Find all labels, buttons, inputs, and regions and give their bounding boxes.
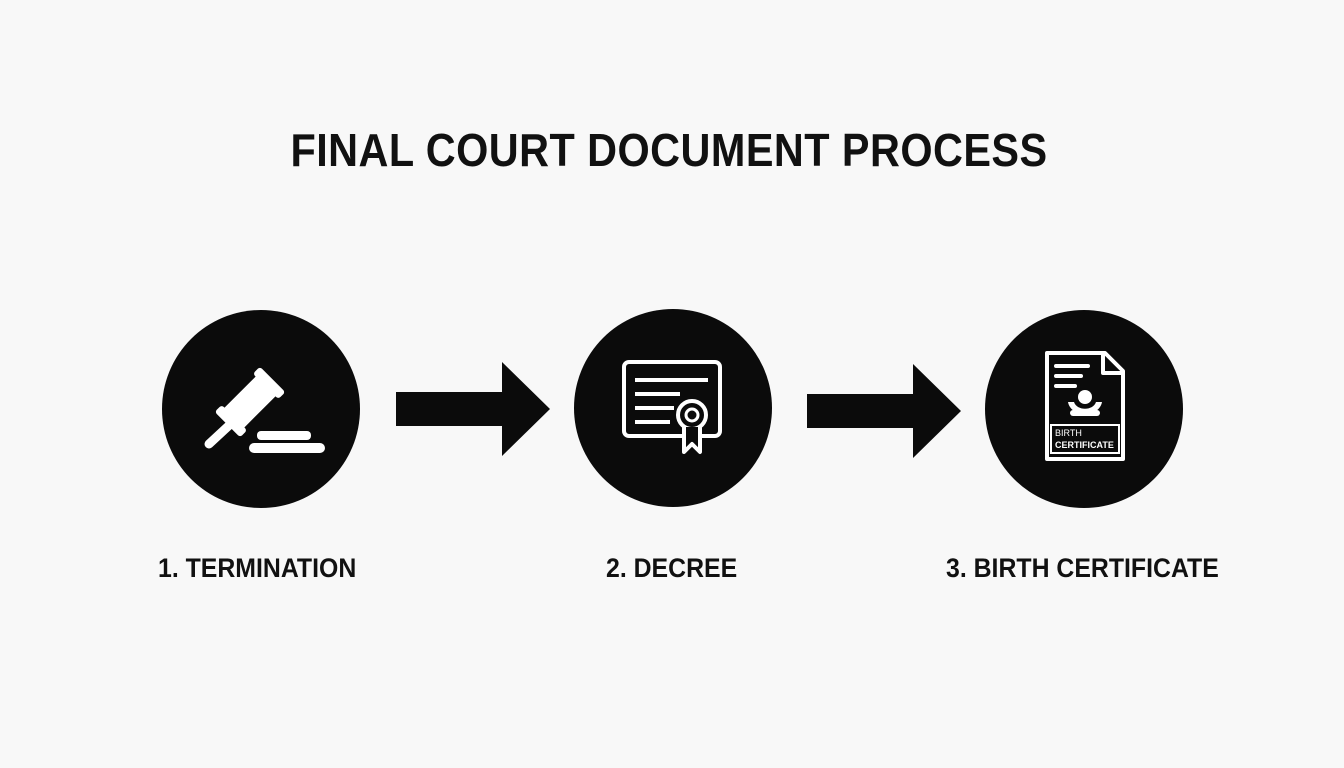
icon-text-certificate: CERTIFICATE	[1055, 440, 1114, 450]
arrow-right-icon	[807, 364, 961, 458]
step-label-birth-certificate: 3. BIRTH CERTIFICATE	[946, 553, 1219, 583]
page-title: FINAL COURT DOCUMENT PROCESS	[290, 124, 1048, 176]
step-label-termination: 1. TERMINATION	[158, 553, 357, 583]
step-birth-certificate-circle: BIRTH CERTIFICATE	[985, 310, 1183, 508]
birth-certificate-icon: BIRTH CERTIFICATE	[1045, 351, 1125, 461]
icon-text-birth: BIRTH	[1055, 428, 1082, 438]
step-label-decree: 2. DECREE	[606, 553, 738, 583]
gavel-icon	[204, 367, 325, 453]
certificate-icon	[622, 360, 722, 454]
step-termination-circle	[162, 310, 360, 508]
step-decree-circle	[574, 309, 772, 507]
arrow-right-icon	[396, 362, 550, 456]
